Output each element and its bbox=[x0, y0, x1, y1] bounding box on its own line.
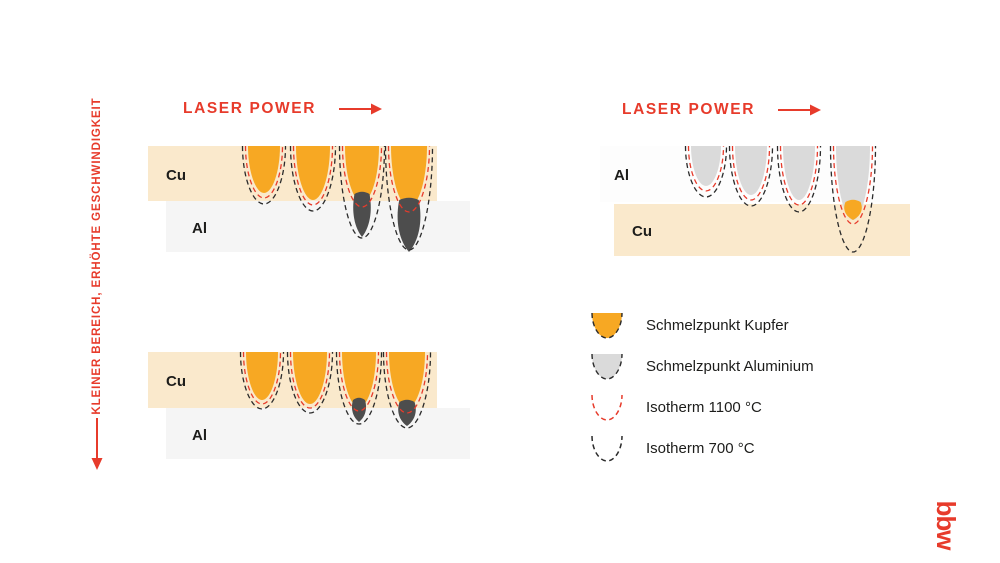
legend-item-copper-melt: Schmelzpunkt Kupfer bbox=[588, 305, 888, 346]
isotherm-700-line bbox=[289, 145, 337, 212]
laser-power-label-left: LASER POWER bbox=[183, 100, 316, 117]
melt-pool bbox=[293, 352, 327, 404]
legend-item-aluminium-melt: Schmelzpunkt Aluminium bbox=[588, 346, 888, 387]
bbw-logo: bbw bbox=[931, 500, 962, 550]
legend-label: Schmelzpunkt Kupfer bbox=[646, 317, 789, 334]
isotherm-700-line bbox=[286, 351, 334, 414]
isotherm-700-line bbox=[384, 145, 434, 251]
vertical-axis-label: KLEINER BEREICH, ERHÖHTE GESCHWINDIGKEIT bbox=[91, 97, 103, 415]
melt-pool bbox=[783, 146, 815, 200]
layer-label-cu: Cu bbox=[166, 167, 186, 184]
isotherm-1100-line bbox=[731, 145, 771, 201]
copper-melt-swatch-icon bbox=[588, 311, 626, 341]
layer-band-cu bbox=[614, 204, 910, 256]
melt-pool bbox=[735, 146, 767, 195]
layer-label-al: Al bbox=[192, 220, 207, 237]
isotherm-1100-line bbox=[289, 351, 331, 409]
isotherm-700-line bbox=[684, 145, 728, 198]
laser-power-label-right: LASER POWER bbox=[622, 101, 755, 118]
down-arrow-icon bbox=[91, 418, 103, 470]
melt-pool bbox=[246, 352, 278, 400]
copper-melt-tip bbox=[844, 199, 862, 220]
layer-label-cu: Cu bbox=[166, 373, 186, 390]
laser-power-header-left: LASER POWER bbox=[183, 100, 382, 118]
mixing-zone-blob bbox=[397, 197, 421, 252]
legend-item-isotherm-700: Isotherm 700 °C bbox=[588, 428, 888, 469]
legend-label: Isotherm 1100 °C bbox=[646, 399, 762, 416]
isotherm-1100-line bbox=[832, 145, 874, 225]
layer-label-cu: Cu bbox=[632, 223, 652, 240]
isotherm-1100-line bbox=[341, 145, 383, 208]
isotherm-1100-line bbox=[687, 145, 725, 192]
melt-pool bbox=[296, 146, 330, 200]
isotherm-1100-line bbox=[338, 351, 380, 412]
mixing-zone-blob bbox=[398, 399, 416, 426]
aluminium-melt-swatch-icon bbox=[588, 352, 626, 382]
isotherm-700-line bbox=[241, 145, 287, 205]
isotherm-700-line bbox=[776, 145, 822, 213]
layer-band-al bbox=[166, 408, 470, 459]
melt-pool bbox=[691, 146, 721, 186]
isotherm-700-line bbox=[239, 351, 285, 410]
legend-label: Isotherm 700 °C bbox=[646, 440, 755, 457]
legend-label: Schmelzpunkt Aluminium bbox=[646, 358, 814, 375]
isotherm-700-line bbox=[335, 351, 383, 425]
isotherm-1100-line bbox=[779, 145, 819, 206]
mixing-zone-blob bbox=[353, 191, 371, 237]
isotherm-700-line bbox=[382, 351, 432, 429]
isotherm-700-line bbox=[728, 145, 774, 207]
layer-label-al: Al bbox=[614, 167, 629, 184]
legend: Schmelzpunkt Kupfer Schmelzpunkt Alumini… bbox=[588, 305, 888, 469]
melt-pool bbox=[248, 146, 280, 193]
isotherm-700-line bbox=[338, 145, 386, 239]
isotherm-1100-swatch-icon bbox=[588, 393, 626, 423]
melt-pool bbox=[389, 352, 425, 408]
isotherm-700-line bbox=[829, 145, 877, 253]
melt-pool bbox=[345, 146, 379, 202]
isotherm-1100-line bbox=[385, 351, 429, 414]
isotherm-1100-line bbox=[292, 145, 334, 206]
legend-item-isotherm-1100: Isotherm 1100 °C bbox=[588, 387, 888, 428]
melt-pool bbox=[836, 146, 870, 220]
melt-pool bbox=[342, 352, 376, 407]
isotherm-1100-line bbox=[387, 145, 431, 213]
mixing-zone-blob bbox=[351, 397, 367, 422]
melt-pool bbox=[391, 146, 427, 207]
laser-power-header-right: LASER POWER bbox=[622, 101, 821, 119]
right-arrow-icon bbox=[339, 103, 382, 115]
layer-label-al: Al bbox=[192, 427, 207, 444]
right-arrow-icon bbox=[778, 104, 821, 116]
isotherm-700-swatch-icon bbox=[588, 434, 626, 464]
